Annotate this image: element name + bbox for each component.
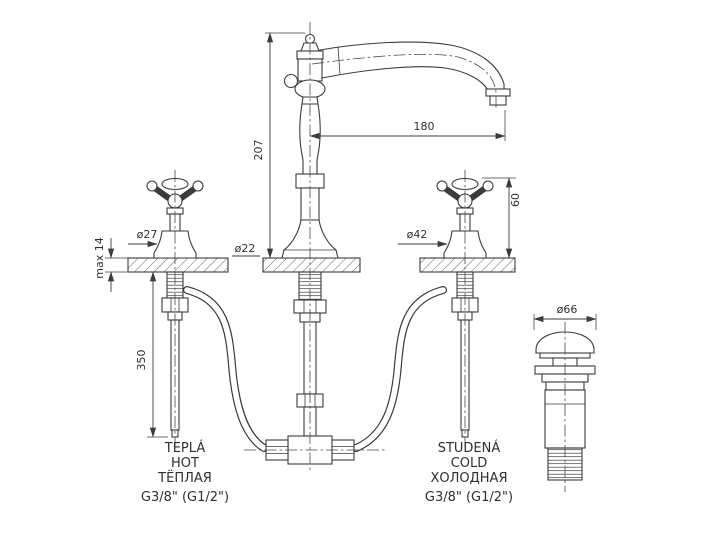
- hot-label-thread: G3/8" (G1/2"): [141, 490, 229, 505]
- deck-section: [127, 257, 516, 273]
- deck-center-segment: [262, 257, 361, 273]
- aerator-nozzle: [489, 95, 507, 106]
- cold-label-english: COLD: [451, 456, 488, 471]
- dim-handle-height: 60: [509, 193, 522, 207]
- deck-left-segment: [127, 257, 229, 273]
- hot-arm-ball-left: [146, 180, 158, 192]
- dimensions: 180 207 ø27 max 14 ø22 ø42 60 350 ø: [93, 32, 597, 438]
- cold-hose-bore: [353, 287, 446, 451]
- spout: [319, 41, 511, 106]
- cold-arm-ball-left: [436, 180, 448, 192]
- cold-handle: [436, 177, 494, 259]
- cold-label-czech: STUDENÁ: [438, 440, 501, 456]
- hot-label-english: HOT: [171, 456, 199, 471]
- dim-spout-reach: 180: [414, 120, 435, 133]
- hot-label-czech: TEPLÁ: [164, 440, 206, 456]
- cold-handle-left-arm: [443, 186, 463, 202]
- center-lines: [174, 22, 566, 492]
- deck-right-segment: [419, 257, 516, 273]
- hot-hose-bore: [184, 287, 267, 451]
- hot-handle-right-arm: [177, 186, 197, 202]
- dim-handle-top-dia: ø27: [137, 228, 158, 241]
- dim-total-height: 207: [252, 140, 265, 161]
- hot-escutcheon: [153, 230, 197, 259]
- dim-inlet-length: 350: [135, 350, 148, 371]
- dim-body-dia: ø22: [235, 242, 256, 255]
- cold-label-russian: ХОЛОДНАЯ: [430, 471, 507, 486]
- cold-label-block: STUDENÁ COLD ХОЛОДНАЯ G3/8" (G1/2"): [425, 440, 513, 505]
- center-axis-spout: [311, 53, 497, 108]
- hot-label-russian: ТЁПЛАЯ: [157, 470, 212, 486]
- hot-arm-ball-right: [192, 180, 204, 192]
- hot-hose: [183, 286, 268, 452]
- dim-base-dia: ø42: [407, 228, 428, 241]
- hot-handle-left-arm: [153, 186, 173, 202]
- cold-handle-right-arm: [467, 186, 487, 202]
- flexible-hoses: [183, 286, 447, 452]
- cold-label-thread: G3/8" (G1/2"): [425, 490, 513, 505]
- spout-body: [319, 41, 505, 92]
- cold-arm-ball-right: [482, 180, 494, 192]
- aerator-collar: [485, 88, 511, 97]
- hot-label-block: TEPLÁ HOT ТЁПЛАЯ G3/8" (G1/2"): [141, 440, 229, 505]
- cold-escutcheon: [443, 230, 487, 259]
- dim-deck-thickness: max 14: [93, 237, 106, 278]
- dim-waste-dia: ø66: [557, 303, 578, 316]
